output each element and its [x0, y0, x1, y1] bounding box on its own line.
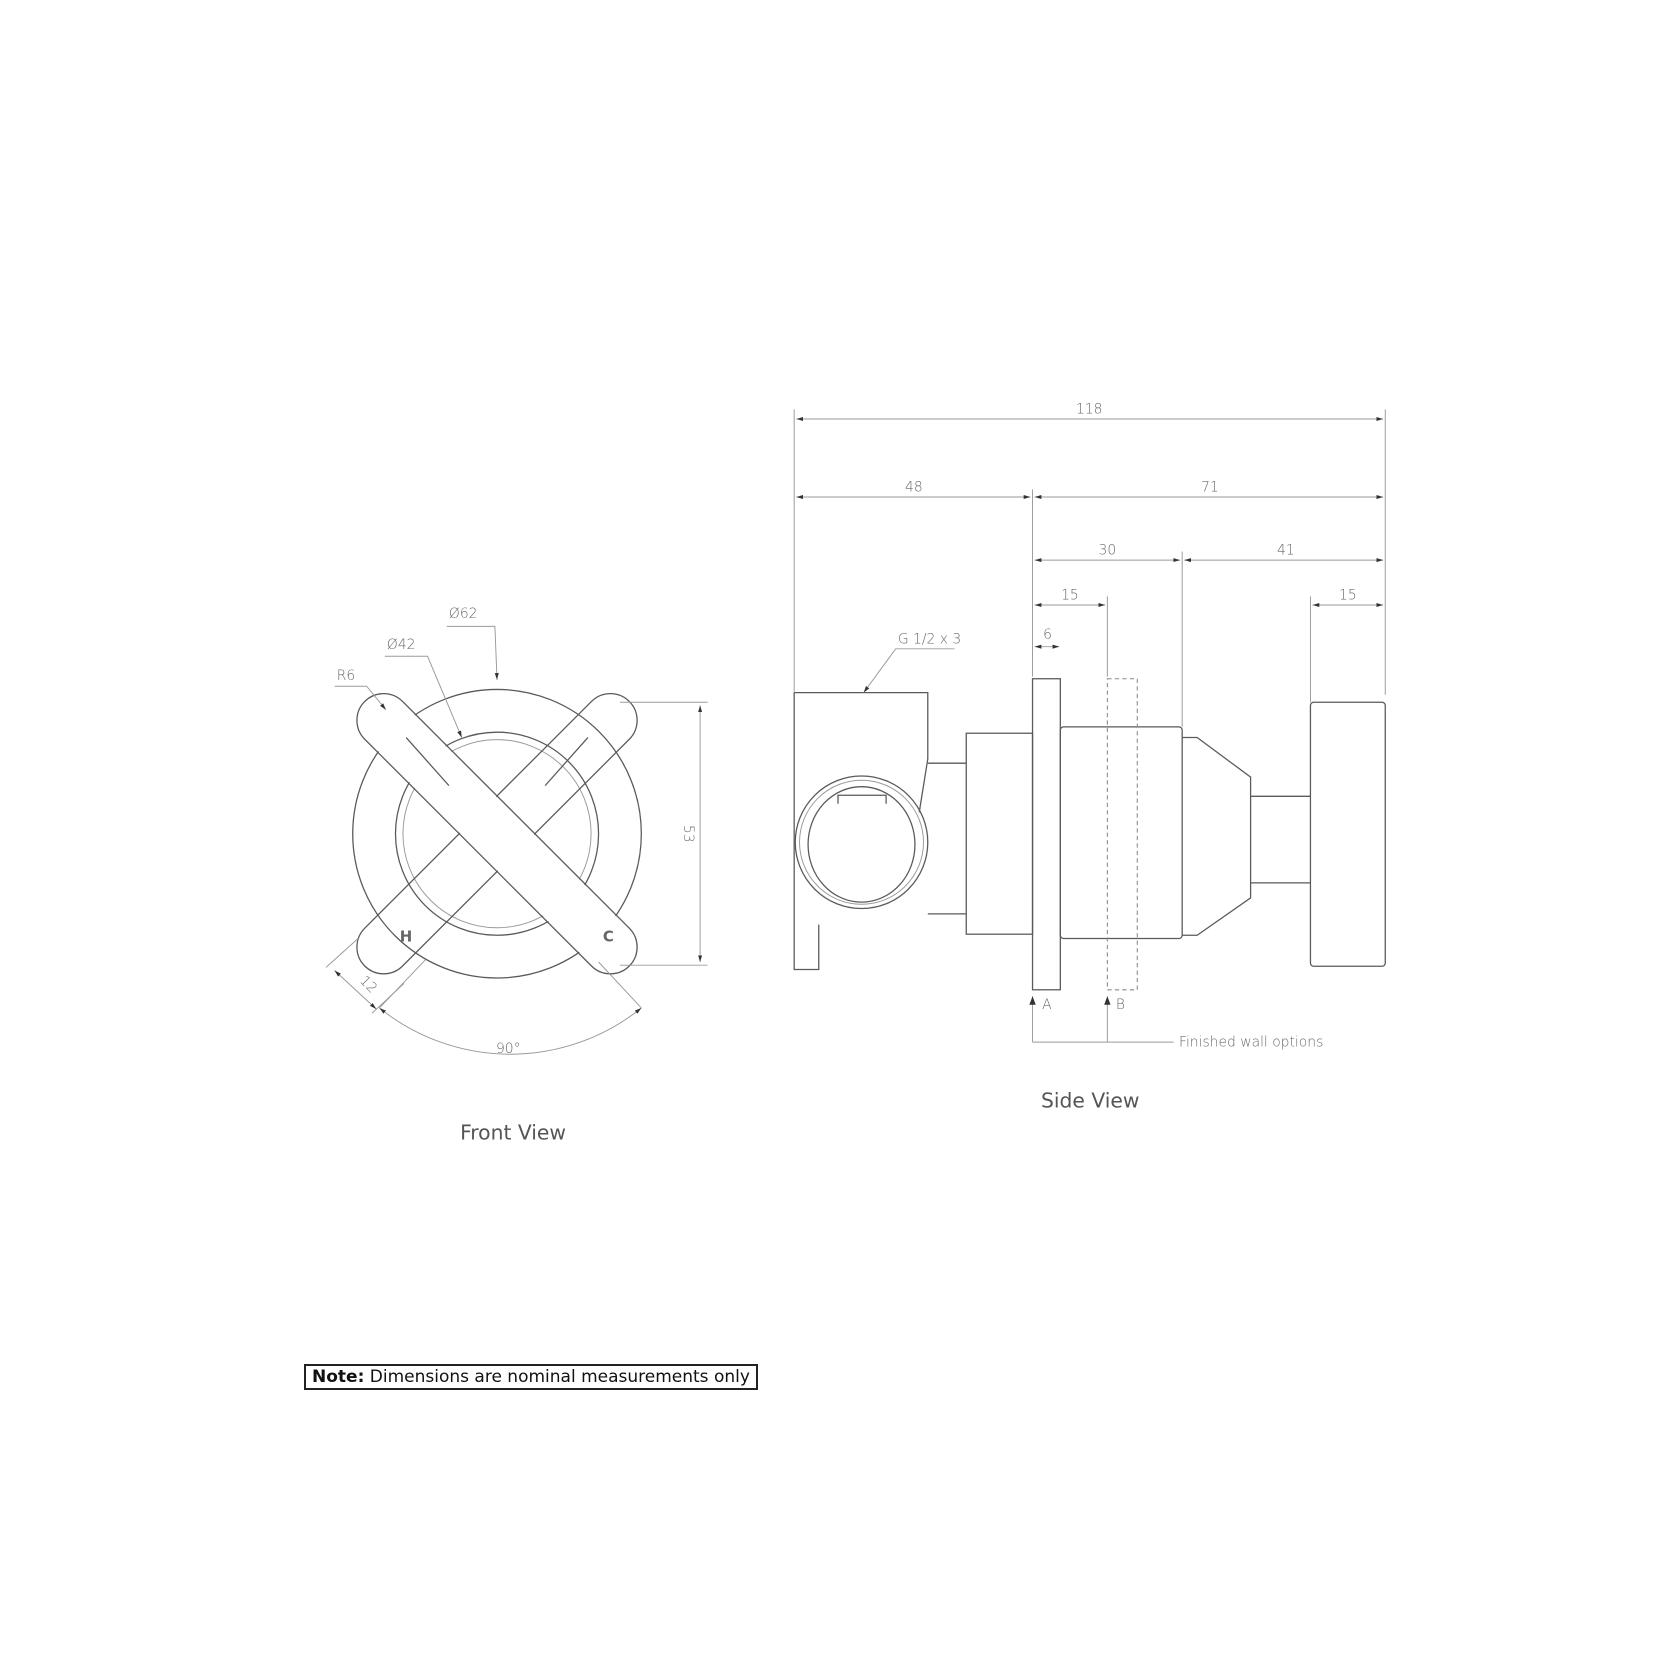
overall-dim: 118 [1076, 402, 1102, 418]
thread-label: G 1/2 x 3 [898, 631, 961, 647]
arm-width-label: 12 [356, 973, 380, 997]
front-view-drawing: H C Ø62 Ø42 R6 53 12 90° Front View [325, 606, 708, 1144]
wall-marker-a: A [1042, 997, 1052, 1013]
inner-diameter-label: Ø42 [387, 637, 416, 653]
angle-label: 90° [496, 1041, 521, 1057]
cold-label: C [603, 928, 614, 946]
note-text: Dimensions are nominal measurements only [369, 1367, 750, 1387]
radius-label: R6 [337, 668, 355, 684]
side-view-drawing: 118 48 71 30 41 15 15 6 G 1/2 x 3 [793, 402, 1386, 1112]
front-view-title: Front View [460, 1120, 566, 1144]
wall-depth-dim: 15 [1061, 588, 1079, 604]
wall-marker-b: B [1116, 997, 1125, 1013]
note-prefix: Note: [312, 1367, 365, 1387]
plate-dim: 6 [1043, 627, 1052, 643]
side-view-title: Side View [1041, 1088, 1140, 1112]
height-label: 53 [680, 825, 696, 843]
left-dim: 48 [905, 480, 923, 496]
note-box: Note: Dimensions are nominal measurement… [304, 1364, 758, 1390]
mid-left-dim: 30 [1099, 543, 1117, 559]
hot-label: H [400, 928, 413, 946]
outer-diameter-label: Ø62 [449, 606, 478, 622]
wall-options-label: Finished wall options [1179, 1034, 1323, 1050]
right-dim: 71 [1201, 480, 1219, 496]
mid-right-dim: 41 [1277, 543, 1295, 559]
handle-depth-dim: 15 [1339, 588, 1357, 604]
